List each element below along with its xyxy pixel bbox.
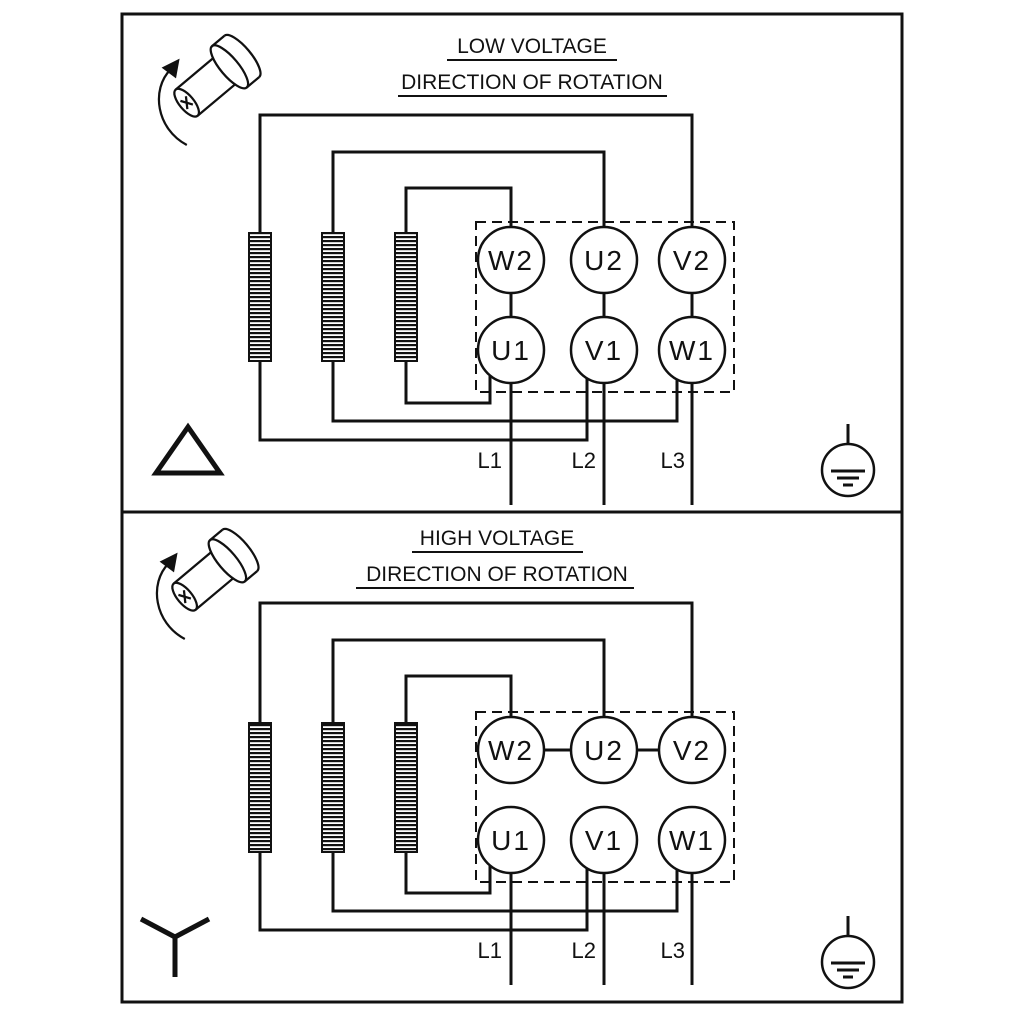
label-l2: L2 xyxy=(572,448,596,473)
terminal-w2 xyxy=(476,715,546,785)
rotation-shaft-icon xyxy=(157,28,268,147)
terminal-label-w2: W2 xyxy=(488,245,534,276)
terminal-label-u1: U1 xyxy=(491,825,531,856)
winding-bottom-wires xyxy=(258,361,679,442)
high-voltage-panel: HIGH VOLTAGE DIRECTION OF ROTATION xyxy=(139,522,876,990)
low-voltage-title: LOW VOLTAGE xyxy=(457,35,607,58)
terminal-label-u2: U2 xyxy=(584,245,624,276)
winding-coil xyxy=(394,722,418,853)
label-l1: L1 xyxy=(478,448,502,473)
terminal-u1 xyxy=(476,805,546,875)
terminal-board-outline xyxy=(475,711,735,883)
winding-coil xyxy=(394,232,418,362)
diagram-border xyxy=(120,12,904,1004)
winding-coil xyxy=(321,722,345,853)
terminal-v1 xyxy=(569,315,639,385)
delta-connection-icon xyxy=(151,422,225,476)
terminal-label-u1: U1 xyxy=(491,335,531,366)
label-l3: L3 xyxy=(661,448,685,473)
terminal-u2 xyxy=(569,715,639,785)
winding-coil xyxy=(248,722,272,853)
motor-windings xyxy=(248,722,418,853)
terminal-w1 xyxy=(657,805,727,875)
terminal-label-v1: V1 xyxy=(585,335,623,366)
low-voltage-panel: LOW VOLTAGE DIRECTION OF ROTATION xyxy=(151,28,876,505)
terminal-v2 xyxy=(657,225,727,295)
motor-windings xyxy=(248,232,418,362)
terminal-labels: W2 U2 V2 U1 V1 W1 xyxy=(488,735,715,856)
terminal-column-links xyxy=(509,293,694,317)
terminal-label-u2: U2 xyxy=(584,735,624,766)
terminal-labels: W2 U2 V2 U1 V1 W1 xyxy=(488,245,715,366)
label-l1: L1 xyxy=(478,938,502,963)
supply-line-labels: L1 L2 L3 xyxy=(478,448,685,473)
terminal-w1 xyxy=(657,315,727,385)
winding-coil xyxy=(321,232,345,362)
supply-line-labels: L1 L2 L3 xyxy=(478,938,685,963)
terminal-circles xyxy=(476,225,727,385)
high-voltage-subtitle: DIRECTION OF ROTATION xyxy=(366,563,628,586)
terminal-circles xyxy=(476,715,727,875)
winding-coil xyxy=(248,232,272,362)
terminal-label-v2: V2 xyxy=(673,245,711,276)
terminal-label-v2: V2 xyxy=(673,735,711,766)
terminal-label-v1: V1 xyxy=(585,825,623,856)
earth-ground-icon xyxy=(820,422,876,498)
winding-top-wires xyxy=(258,601,694,723)
terminal-v1 xyxy=(569,805,639,875)
winding-top-wires xyxy=(258,113,694,233)
terminal-u2 xyxy=(569,225,639,295)
supply-line-wires xyxy=(509,383,694,505)
low-voltage-subtitle: DIRECTION OF ROTATION xyxy=(401,71,663,94)
terminal-u1 xyxy=(476,315,546,385)
earth-ground-icon xyxy=(820,914,876,990)
terminal-board-outline xyxy=(475,221,735,393)
star-connection-icon xyxy=(139,916,211,977)
label-l2: L2 xyxy=(572,938,596,963)
winding-bottom-wires xyxy=(258,852,679,932)
terminal-v2 xyxy=(657,715,727,785)
high-voltage-title: HIGH VOLTAGE xyxy=(420,527,574,550)
terminal-label-w2: W2 xyxy=(488,735,534,766)
terminal-label-w1: W1 xyxy=(669,335,715,366)
terminal-w2 xyxy=(476,225,546,295)
terminal-label-w1: W1 xyxy=(669,825,715,856)
rotation-shaft-icon xyxy=(155,522,266,641)
label-l3: L3 xyxy=(661,938,685,963)
supply-line-wires xyxy=(509,873,694,985)
